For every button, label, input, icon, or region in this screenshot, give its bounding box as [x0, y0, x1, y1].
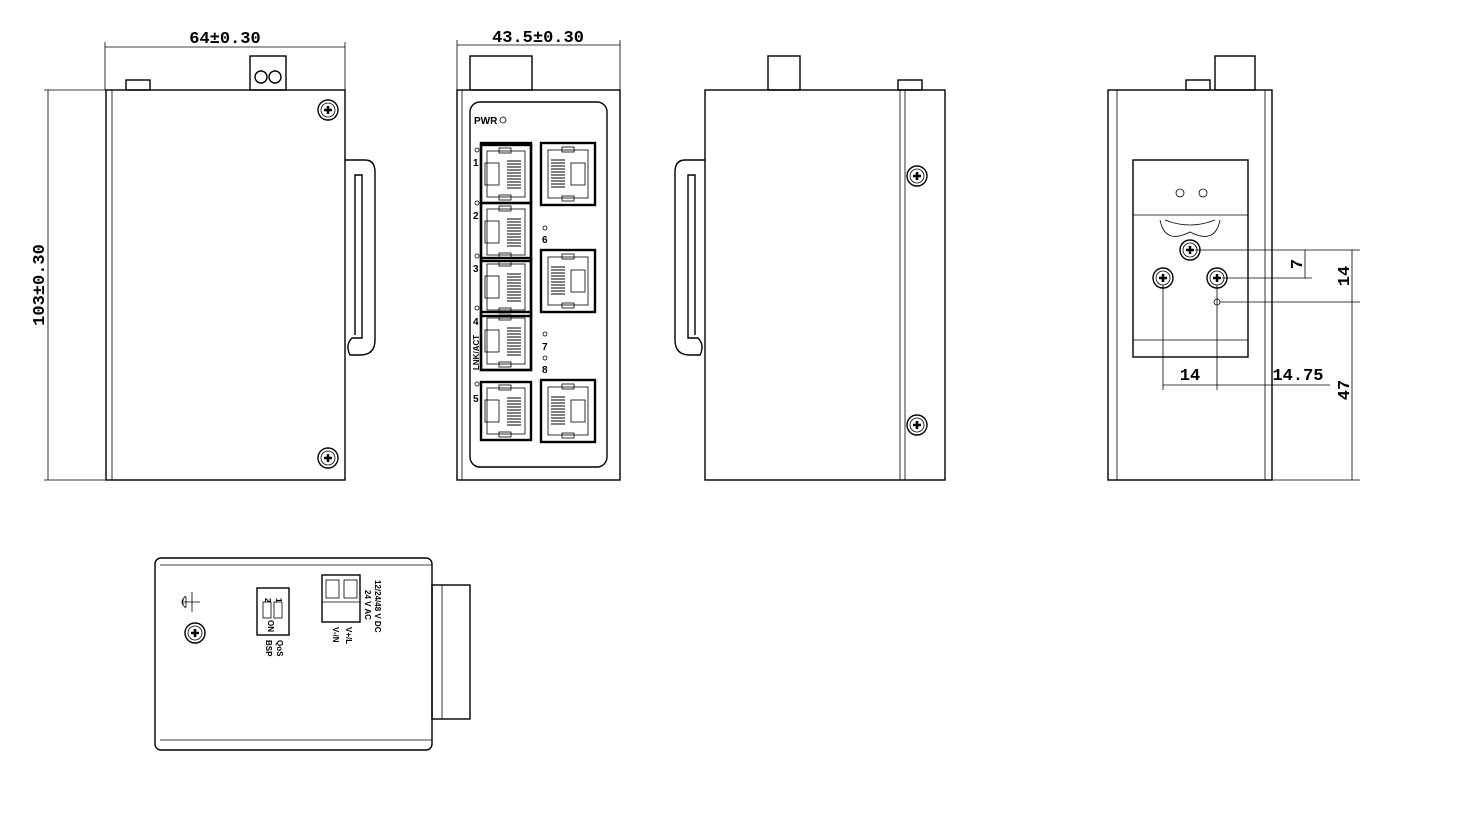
port-label: 2 — [473, 211, 479, 222]
port-label: 3 — [473, 264, 479, 275]
v-plus-label: V+/L — [344, 627, 353, 644]
ethernet-port-5 — [479, 380, 533, 442]
din-clip — [345, 159, 376, 356]
height-dimension: 103±0.30 — [31, 244, 50, 326]
ethernet-port-3 — [479, 256, 533, 318]
ethernet-port-2 — [479, 201, 533, 263]
front-view: 43.5±0.30 PWR 1 2 3 4 5 6 7 8 LNK/ACT — [456, 29, 621, 481]
rear-view: 7 14 47 14 14.75 — [1107, 55, 1360, 481]
ethernet-port-6 — [539, 141, 597, 207]
width-dimension: 64±0.30 — [189, 30, 260, 49]
dip-label-1: 1 — [274, 598, 283, 603]
port-label: 6 — [542, 235, 548, 246]
front-panel — [469, 101, 608, 468]
port-label: 7 — [542, 342, 548, 353]
port-leds — [474, 147, 548, 387]
ground-icon — [181, 592, 200, 612]
pwr-led — [499, 116, 507, 124]
ethernet-port-8 — [539, 378, 597, 444]
lnk-act-label: LNK/ACT — [472, 335, 481, 370]
pwr-label: PWR — [474, 116, 498, 127]
dimension-7: 7 — [1289, 259, 1308, 269]
v-minus-label: V-/N — [331, 627, 340, 643]
dimension-14-vertical: 14 — [1336, 266, 1355, 286]
side-view-left: 64±0.30 103±0.30 — [31, 30, 376, 481]
dip-on-label: ON — [266, 620, 275, 632]
voltage-ac-label: 24 V AC — [363, 590, 372, 620]
port-label: 1 — [473, 158, 479, 169]
port-label: 4 — [473, 317, 479, 328]
side-view-right — [674, 55, 946, 481]
depth-dimension: 43.5±0.30 — [492, 29, 584, 48]
port-label: 8 — [542, 365, 548, 376]
din-rail-bracket — [1132, 159, 1249, 358]
dip-label-2: 2 — [263, 598, 272, 603]
dimension-14-horizontal: 14 — [1180, 367, 1200, 386]
screw-icon — [316, 98, 340, 122]
ethernet-port-7 — [539, 248, 597, 314]
qos-label: QoS — [275, 640, 284, 657]
port-label: 5 — [473, 394, 479, 405]
dip-switch — [256, 587, 290, 636]
screw-icon — [316, 446, 340, 470]
power-terminal — [321, 574, 361, 623]
bottom-view: 2 1 ON QoS BSP V+/L V-/N 12/24/48 V DC 2… — [154, 557, 471, 751]
screw-icon — [905, 413, 929, 437]
ethernet-port-4 — [479, 310, 533, 372]
ground-screw-icon — [183, 621, 207, 645]
ethernet-port-1 — [479, 143, 533, 205]
din-clip — [674, 159, 705, 356]
dimension-14-75: 14.75 — [1272, 367, 1323, 386]
voltage-dc-label: 12/24/48 V DC — [373, 580, 382, 633]
screw-icon — [905, 164, 929, 188]
dimension-47: 47 — [1336, 380, 1355, 400]
bsp-label: BSP — [264, 640, 273, 657]
